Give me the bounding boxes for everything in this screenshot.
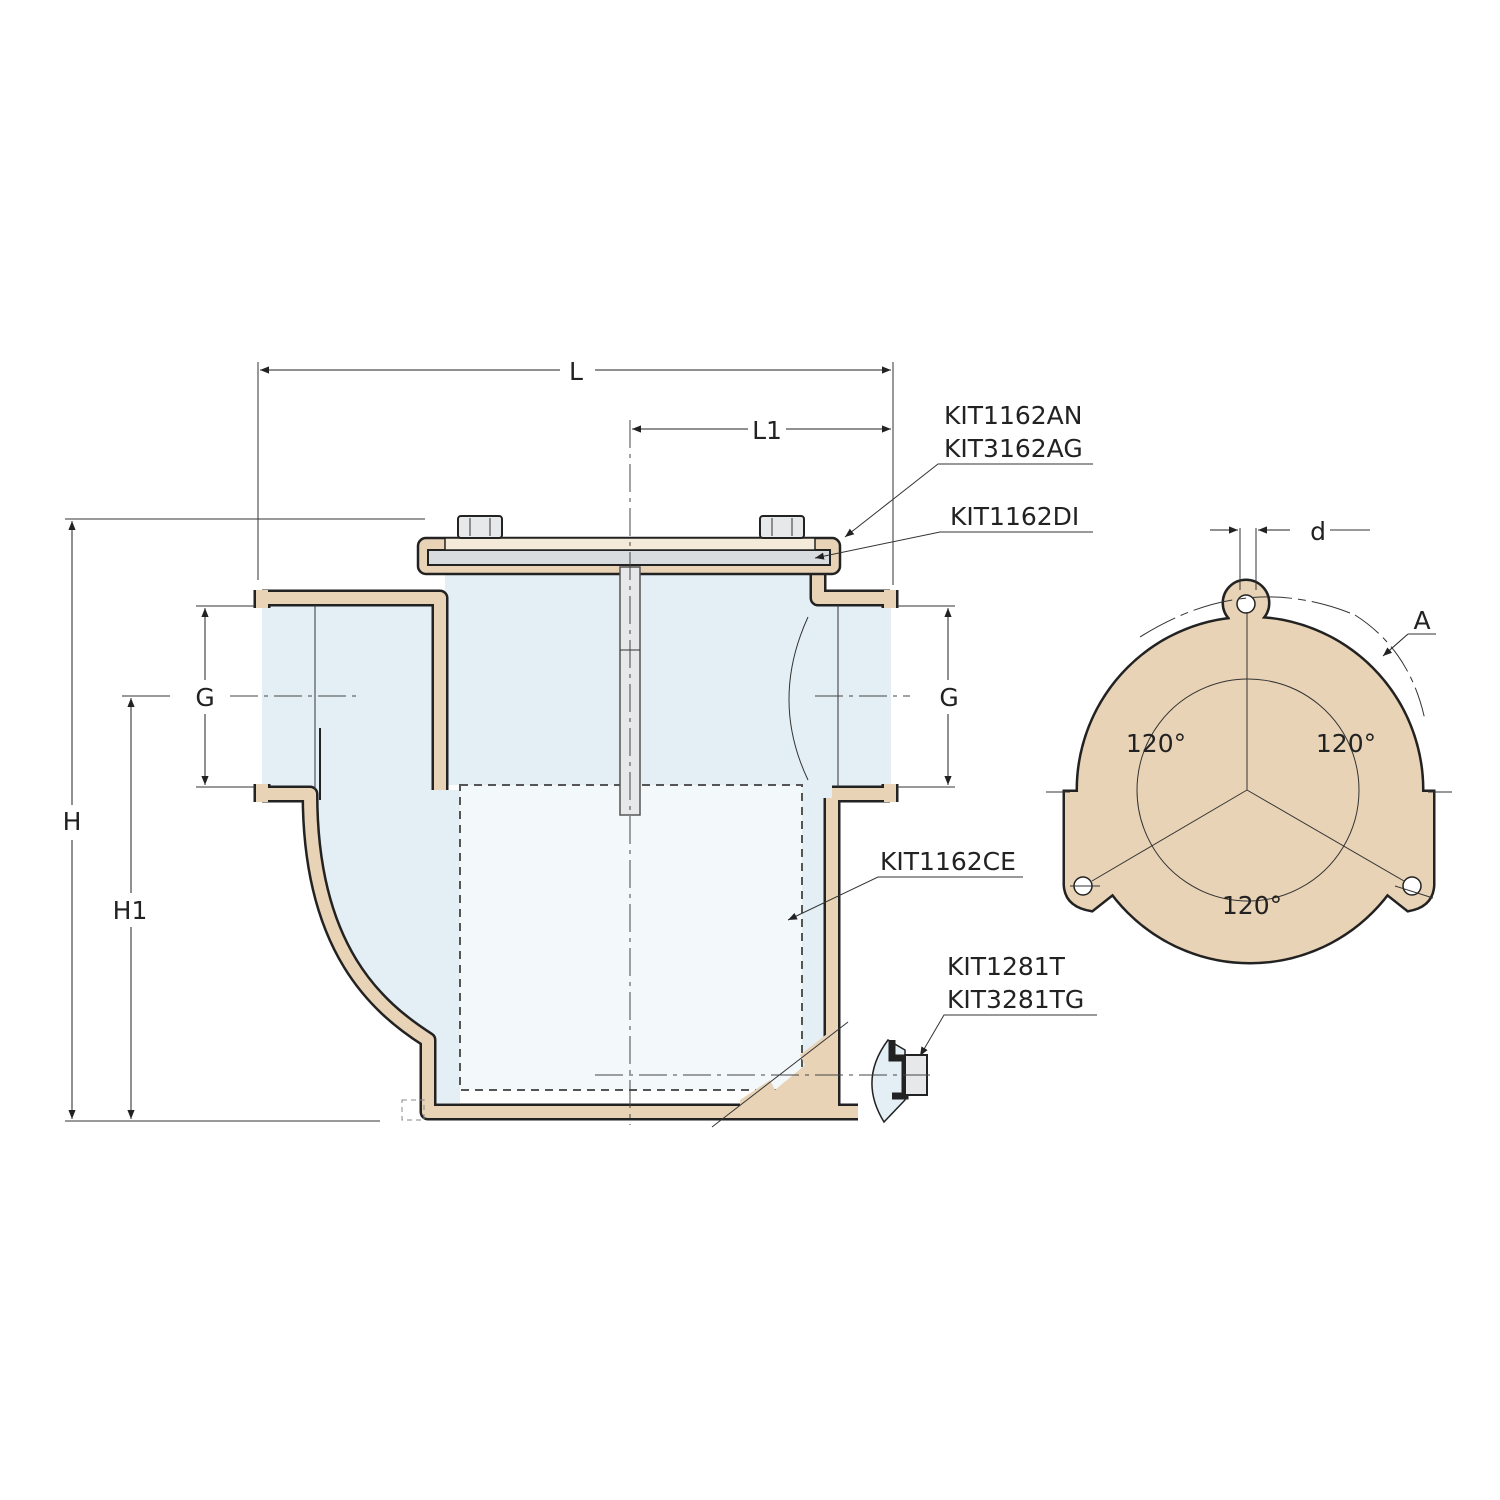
angle-label-left: 120° [1126, 729, 1186, 758]
bolt-left [457, 515, 503, 539]
angle-label-bottom: 120° [1222, 891, 1282, 920]
bolt-right [759, 515, 805, 539]
dim-H: H [63, 807, 82, 836]
part-labels: KIT1162AN KIT3162AG KIT1162DI KIT1162CE … [787, 401, 1097, 1057]
dim-A: A [1413, 606, 1430, 635]
flange-body [1065, 581, 1433, 962]
label-kit3281tg: KIT3281TG [947, 985, 1084, 1014]
flange-view: d A 120° 120° 120° [1046, 517, 1452, 965]
label-kit1162di: KIT1162DI [950, 502, 1079, 531]
dim-H1: H1 [113, 896, 148, 925]
bolt-holes [1073, 594, 1422, 896]
drain-detail [871, 1039, 906, 1124]
dim-L: L [569, 357, 583, 386]
label-kit1162an: KIT1162AN [944, 401, 1082, 430]
label-kit1162ce: KIT1162CE [880, 847, 1016, 876]
filter-basket [459, 784, 803, 1091]
dim-G-left: G [195, 683, 214, 712]
bronze-housing [256, 566, 896, 1118]
dim-L1: L1 [752, 416, 782, 445]
dim-G-right: G [939, 683, 958, 712]
fluid-inlet [262, 605, 460, 1103]
gasket-plate [427, 549, 831, 566]
section-view [230, 420, 930, 1128]
dimensions: L L1 H H1 G G [63, 357, 959, 1122]
label-kit1281t: KIT1281T [947, 952, 1066, 981]
angle-label-right: 120° [1316, 729, 1376, 758]
dim-d: d [1310, 517, 1326, 546]
label-kit3162ag: KIT3162AG [944, 434, 1083, 463]
